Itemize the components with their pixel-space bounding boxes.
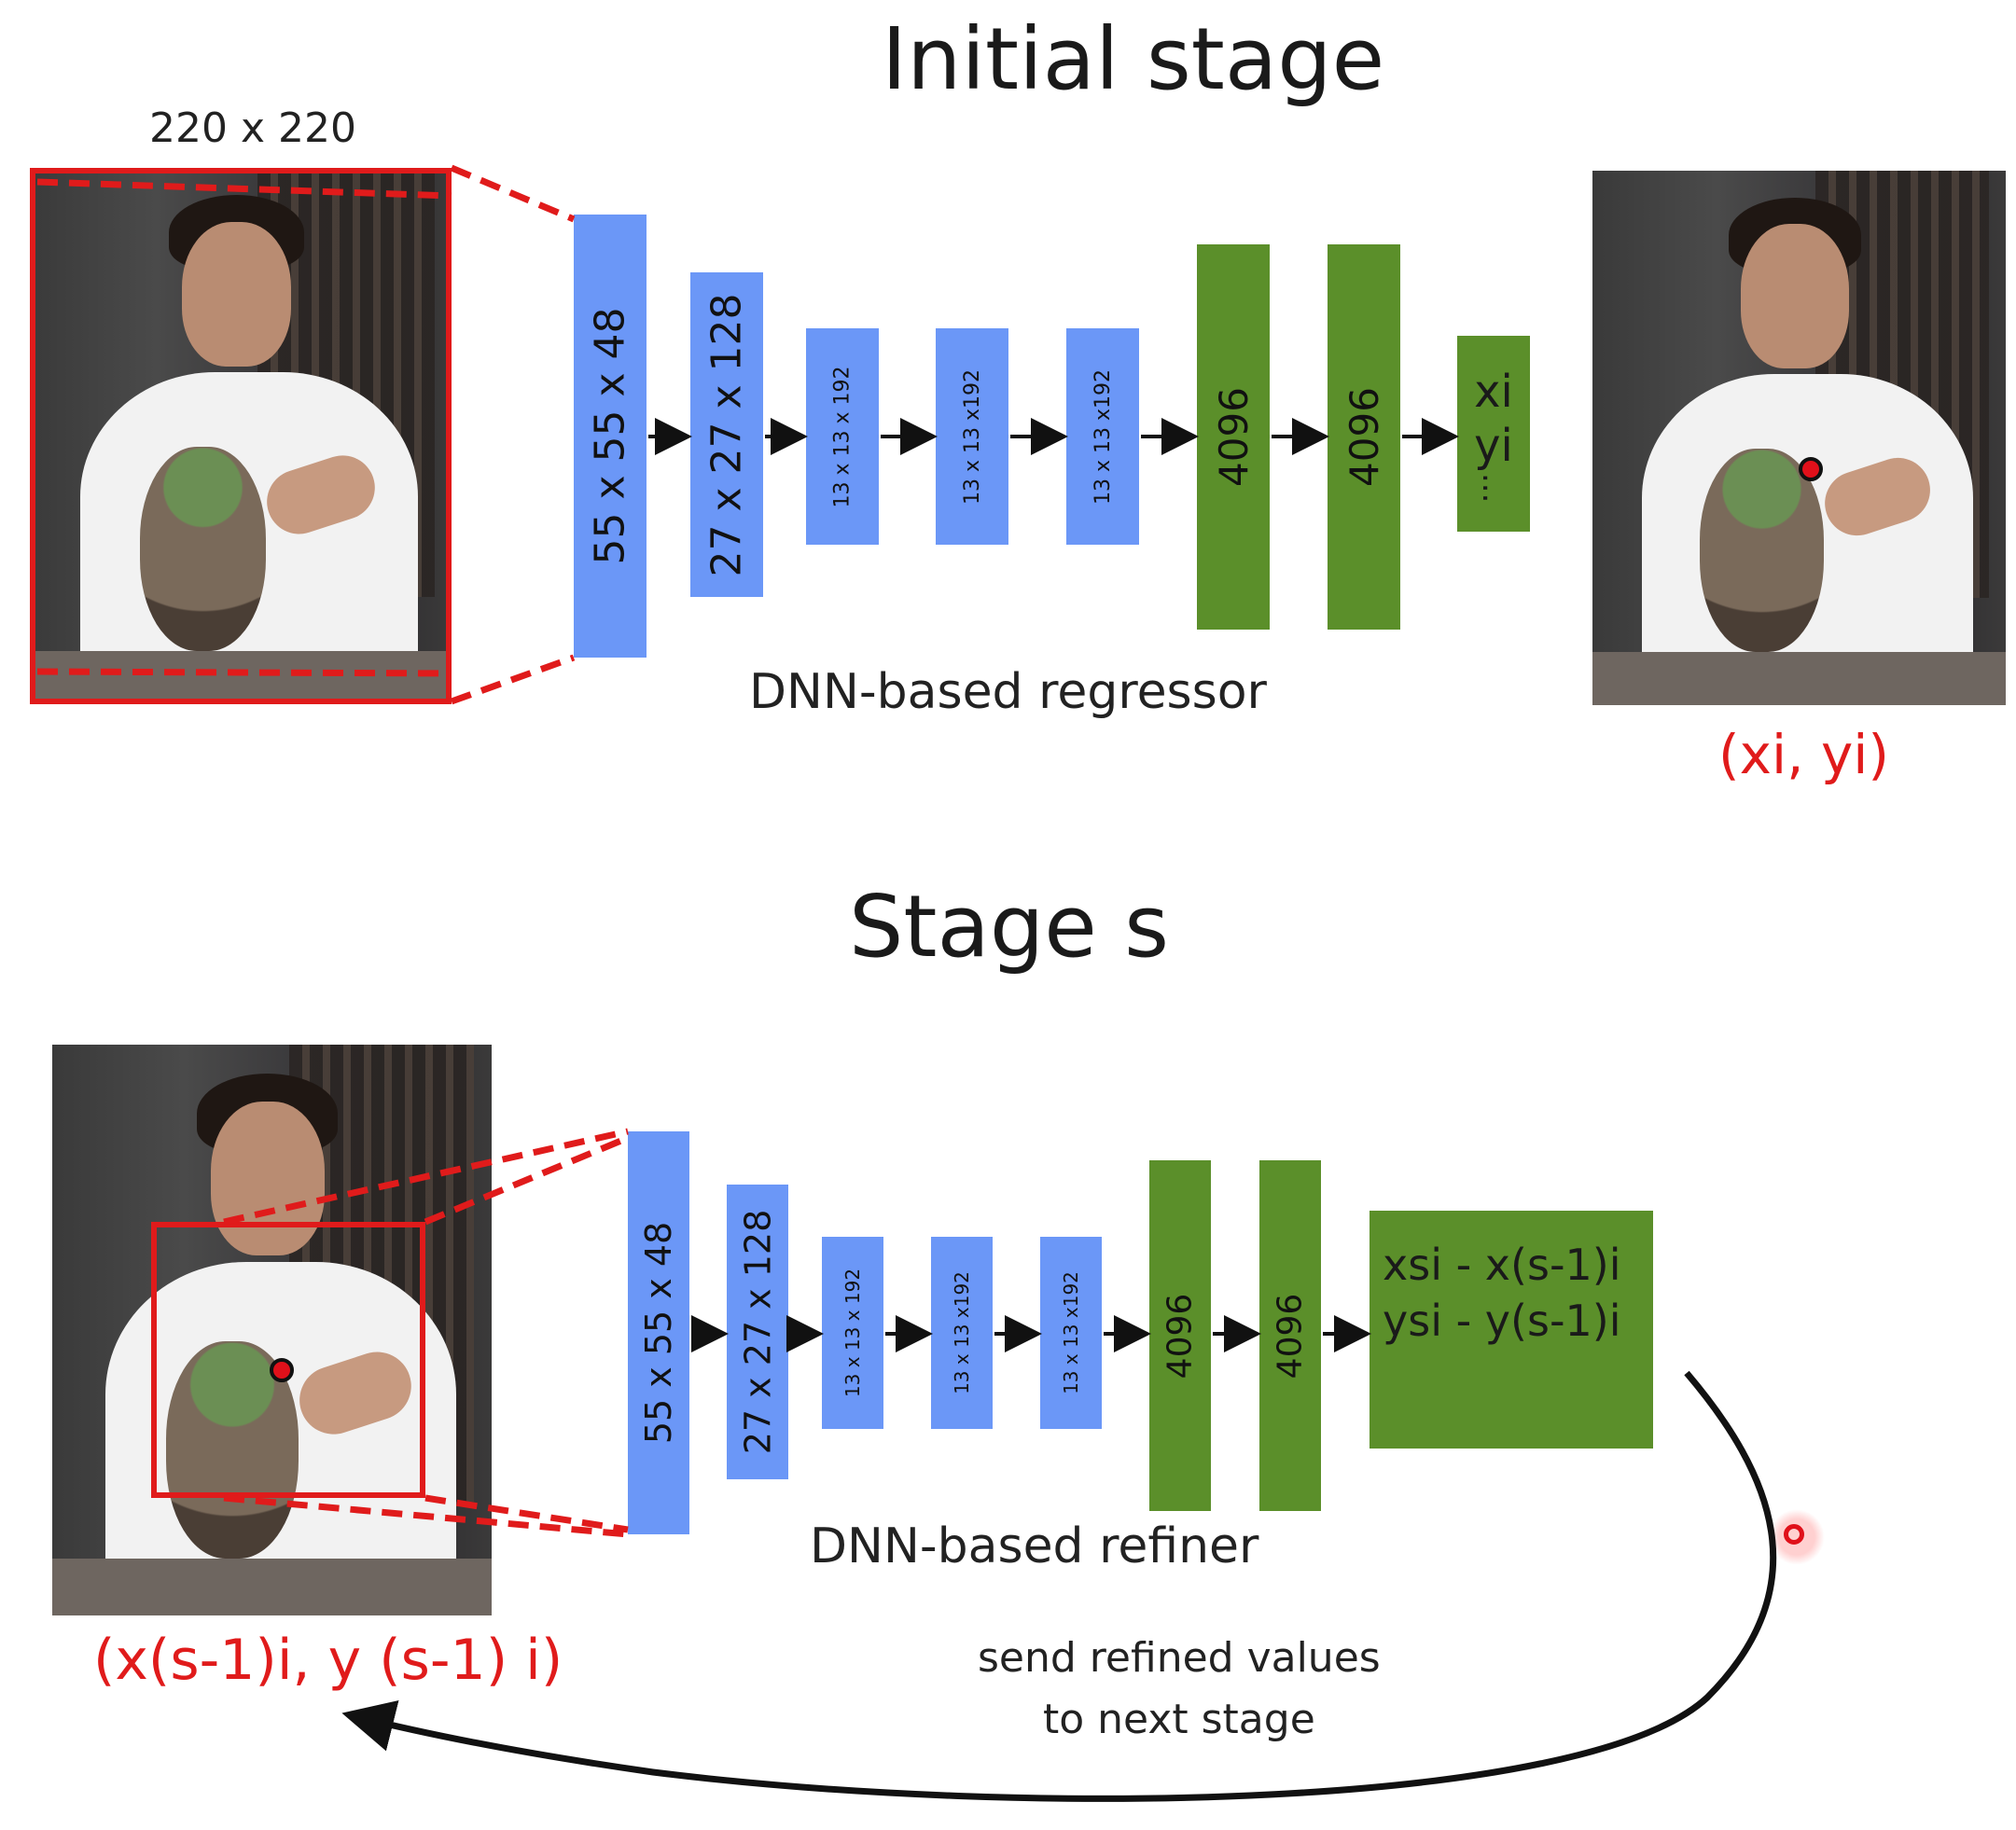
input-crop-box xyxy=(30,168,452,704)
feedback-label-line-2: to next stage xyxy=(1043,1696,1315,1743)
initial-conv-layer-1: 55 x 55 x 48 xyxy=(574,215,647,658)
stage-s-fc-layer-1: 4096 xyxy=(1149,1160,1211,1511)
previous-joint-dot xyxy=(270,1358,294,1382)
initial-stage-title: Initial stage xyxy=(882,9,1385,109)
stage-s-conv-layer-1: 55 x 55 x 48 xyxy=(628,1131,689,1534)
initial-conv-layer-5: 13 x 13 x192 xyxy=(1066,328,1139,545)
predicted-joint-dot xyxy=(1799,457,1823,481)
initial-output-layer: xi yi ... xyxy=(1457,336,1530,532)
input-size-label: 220 x 220 xyxy=(149,104,356,152)
initial-fc-layer-2: 4096 xyxy=(1328,244,1400,630)
layer-label: 13 x 13 x192 xyxy=(951,1271,974,1394)
stage-s-fc-layer-2: 4096 xyxy=(1259,1160,1321,1511)
layer-label: 13 x 13 x192 xyxy=(1091,368,1115,505)
stage-s-conv-layer-5: 13 x 13 x192 xyxy=(1040,1237,1102,1429)
output-coordinate-label: (xi, yi) xyxy=(1718,723,1890,786)
layer-label: 27 x 27 x 128 xyxy=(702,293,751,576)
stage-s-conv-layer-2: 27 x 27 x 128 xyxy=(727,1185,788,1479)
layer-label: 13 x 13 x 192 xyxy=(841,1268,864,1398)
refined-y-delta: ysi - y(s-1)i xyxy=(1383,1296,1621,1346)
refiner-caption: DNN-based refiner xyxy=(810,1518,1259,1574)
stage-s-conv-layer-4: 13 x 13 x192 xyxy=(931,1237,993,1429)
stage-s-output-layer: xsi - x(s-1)i ysi - y(s-1)i xyxy=(1369,1211,1653,1449)
initial-conv-layer-2: 27 x 27 x 128 xyxy=(690,272,763,597)
initial-fc-layer-1: 4096 xyxy=(1197,244,1270,630)
stage-s-input-label: (x(s-1)i, y (s-1) i) xyxy=(93,1628,563,1693)
layer-label: 13 x 13 x192 xyxy=(1060,1271,1083,1394)
output-y: yi xyxy=(1474,419,1513,472)
initial-conv-layer-4: 13 x 13 x192 xyxy=(936,328,1008,545)
layer-label: 27 x 27 x 128 xyxy=(737,1209,778,1455)
layer-label: 4096 xyxy=(1341,387,1387,487)
layer-label: 4096 xyxy=(1210,387,1257,487)
output-x: xi xyxy=(1474,365,1513,418)
output-photo-initial xyxy=(1592,171,2006,705)
refined-x-delta: xsi - x(s-1)i xyxy=(1383,1240,1621,1290)
regressor-caption: DNN-based regressor xyxy=(749,664,1267,720)
feedback-label-line-1: send refined values xyxy=(978,1634,1381,1682)
layer-label: 55 x 55 x 48 xyxy=(586,307,634,565)
layer-label: 13 x 13 x 192 xyxy=(830,366,855,507)
stage-s-conv-layer-3: 13 x 13 x 192 xyxy=(822,1237,883,1429)
layer-label: 13 x 13 x192 xyxy=(960,368,984,505)
initial-conv-layer-3: 13 x 13 x 192 xyxy=(806,328,879,545)
layer-label: 4096 xyxy=(1161,1293,1200,1379)
output-more: ... xyxy=(1475,472,1512,504)
layer-label: 4096 xyxy=(1271,1293,1310,1379)
input-photo-initial xyxy=(30,168,452,704)
layer-label: 55 x 55 x 48 xyxy=(638,1221,680,1445)
stage-s-title: Stage s xyxy=(849,877,1170,977)
cursor-marker-ring xyxy=(1784,1524,1804,1545)
